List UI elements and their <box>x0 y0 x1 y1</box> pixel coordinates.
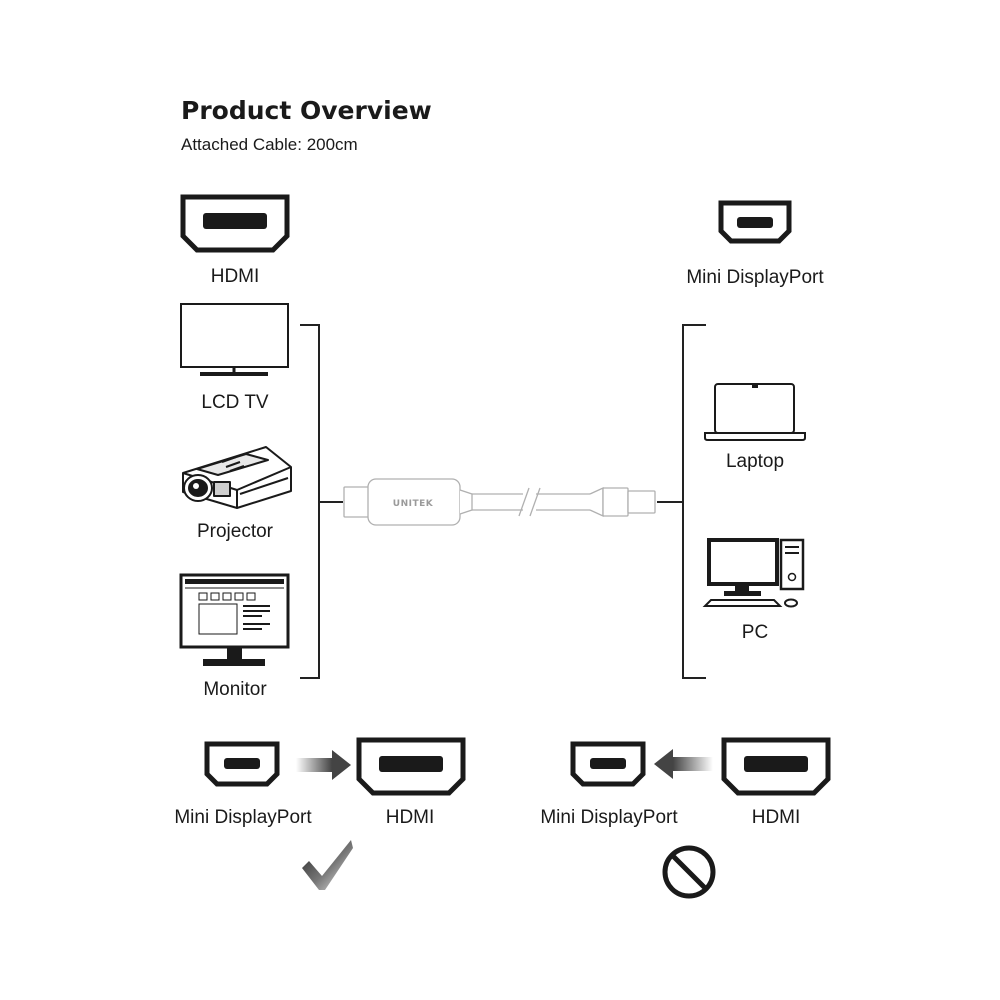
unsupported-source-label: HDMI <box>752 807 801 828</box>
lcd-tv-icon <box>180 303 289 376</box>
mini-displayport-port-icon <box>718 200 792 244</box>
hdmi-label: HDMI <box>211 266 260 287</box>
laptop-label: Laptop <box>726 451 784 472</box>
lcd-tv-label: LCD TV <box>201 392 269 413</box>
laptop-icon <box>704 383 806 441</box>
supported-source-label: Mini DisplayPort <box>174 807 312 828</box>
mini-displayport-port-icon <box>204 741 280 787</box>
projector-icon <box>182 446 292 509</box>
source-devices-bracket <box>657 324 706 679</box>
monitor-label: Monitor <box>203 679 267 700</box>
page-title: Product Overview <box>181 96 432 125</box>
unsupported-target-label: Mini DisplayPort <box>540 807 678 828</box>
hdmi-port-icon <box>721 737 831 796</box>
prohibited-icon <box>662 845 716 899</box>
cable-length-text: Attached Cable: 200cm <box>181 135 358 154</box>
cable-brand-logo: UNITEK <box>393 499 434 509</box>
display-devices-bracket <box>300 324 343 679</box>
arrow-right-icon <box>296 750 351 780</box>
pc-icon <box>702 538 805 608</box>
arrow-left-icon <box>654 749 713 779</box>
hdmi-port-icon <box>180 194 290 253</box>
check-icon <box>302 840 353 890</box>
mini-displayport-port-icon <box>570 741 646 787</box>
adapter-cable <box>343 478 656 526</box>
monitor-icon <box>179 573 290 666</box>
mini-displayport-label: Mini DisplayPort <box>686 267 824 288</box>
supported-target-label: HDMI <box>386 807 435 828</box>
hdmi-port-icon <box>356 737 466 796</box>
projector-label: Projector <box>197 521 274 542</box>
pc-label: PC <box>742 622 768 643</box>
